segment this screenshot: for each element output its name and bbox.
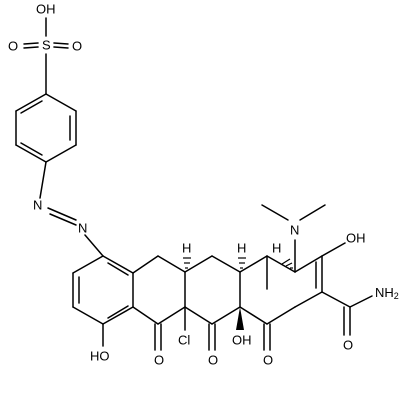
carboxamide-bond <box>321 291 351 308</box>
dimethylamino-nitrogen-label: N <box>290 223 299 238</box>
azo-linkage: N N <box>33 161 104 257</box>
tertiary-hydroxyl-label: OH <box>232 333 252 348</box>
methyl-left-bond <box>261 204 289 221</box>
ring-a <box>239 255 323 325</box>
amide-nh-text: NH <box>375 285 394 300</box>
ketone-oxygen-left-label: O <box>154 353 164 368</box>
phenol-hydroxyl-label: HO <box>90 349 110 364</box>
tertiary-oh-wedge <box>236 307 244 330</box>
stereo-hydrogen-4a-label: H <box>237 241 246 256</box>
ketone-oxygen-c1-label: O <box>263 353 273 368</box>
ring-b <box>184 255 241 325</box>
ring-c <box>132 255 186 325</box>
sulfonic-acid-group: S O O OH <box>8 2 82 95</box>
stereo-hydrogen-4-label: H <box>272 241 281 256</box>
stereo-hash-5a <box>183 257 191 269</box>
amide-oxygen-label: O <box>343 338 353 353</box>
amide-subscript-text: 2 <box>394 291 399 301</box>
sulfonyl-oxygen-left-label: O <box>8 39 18 54</box>
azo-nitrogen-bottom-label: N <box>78 221 87 236</box>
stereo-hash-4 <box>281 258 293 269</box>
amide-nh2-label: NH2 <box>375 285 399 302</box>
sulfonyl-oxygen-right-label: O <box>72 39 82 54</box>
benzene-ring-top <box>15 93 77 163</box>
chloro-label: Cl <box>178 333 190 348</box>
aromatic-ring-d <box>72 255 134 325</box>
sulfonic-hydroxyl-label: OH <box>36 2 56 17</box>
amide-n-bond <box>349 295 373 308</box>
sulfur-label: S <box>42 38 51 53</box>
stereo-hash-4a <box>238 257 246 269</box>
azo-nitrogen-top-label: N <box>33 198 42 213</box>
stereo-hydrogen-5a-label: H <box>182 241 191 256</box>
enol-oh-bond <box>321 242 346 257</box>
methyl-right-bond <box>299 204 326 221</box>
ketone-oxygen-right-label: O <box>208 353 218 368</box>
enol-hydroxyl-label: OH <box>346 231 366 246</box>
